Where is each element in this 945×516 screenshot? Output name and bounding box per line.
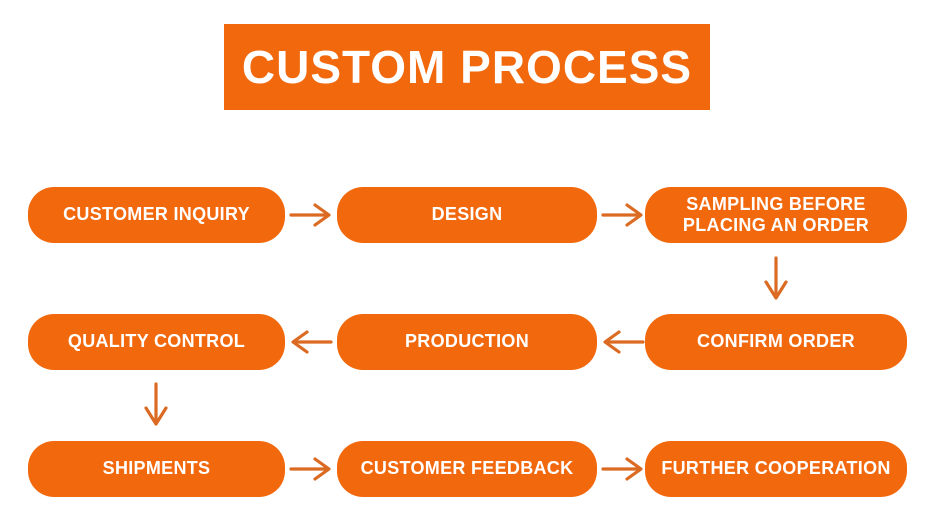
node-customer-feedback: CUSTOMER FEEDBACK [337,441,597,497]
node-further-cooperation: FURTHER COOPERATION [645,441,907,497]
node-customer-inquiry: CUSTOMER INQUIRY [28,187,285,243]
page-title: CUSTOM PROCESS [224,24,710,110]
arrow-right-icon [289,455,333,483]
arrow-left-icon [289,328,333,356]
arrow-down-icon [762,256,790,306]
arrow-left-icon [601,328,645,356]
node-shipments: SHIPMENTS [28,441,285,497]
node-sampling-before-placing-an-order: SAMPLING BEFORE PLACING AN ORDER [645,187,907,243]
node-production: PRODUCTION [337,314,597,370]
arrow-down-icon [142,382,170,432]
arrow-right-icon [601,455,645,483]
node-quality-control: QUALITY CONTROL [28,314,285,370]
node-design: DESIGN [337,187,597,243]
node-confirm-order: CONFIRM ORDER [645,314,907,370]
arrow-right-icon [289,201,333,229]
arrow-right-icon [601,201,645,229]
